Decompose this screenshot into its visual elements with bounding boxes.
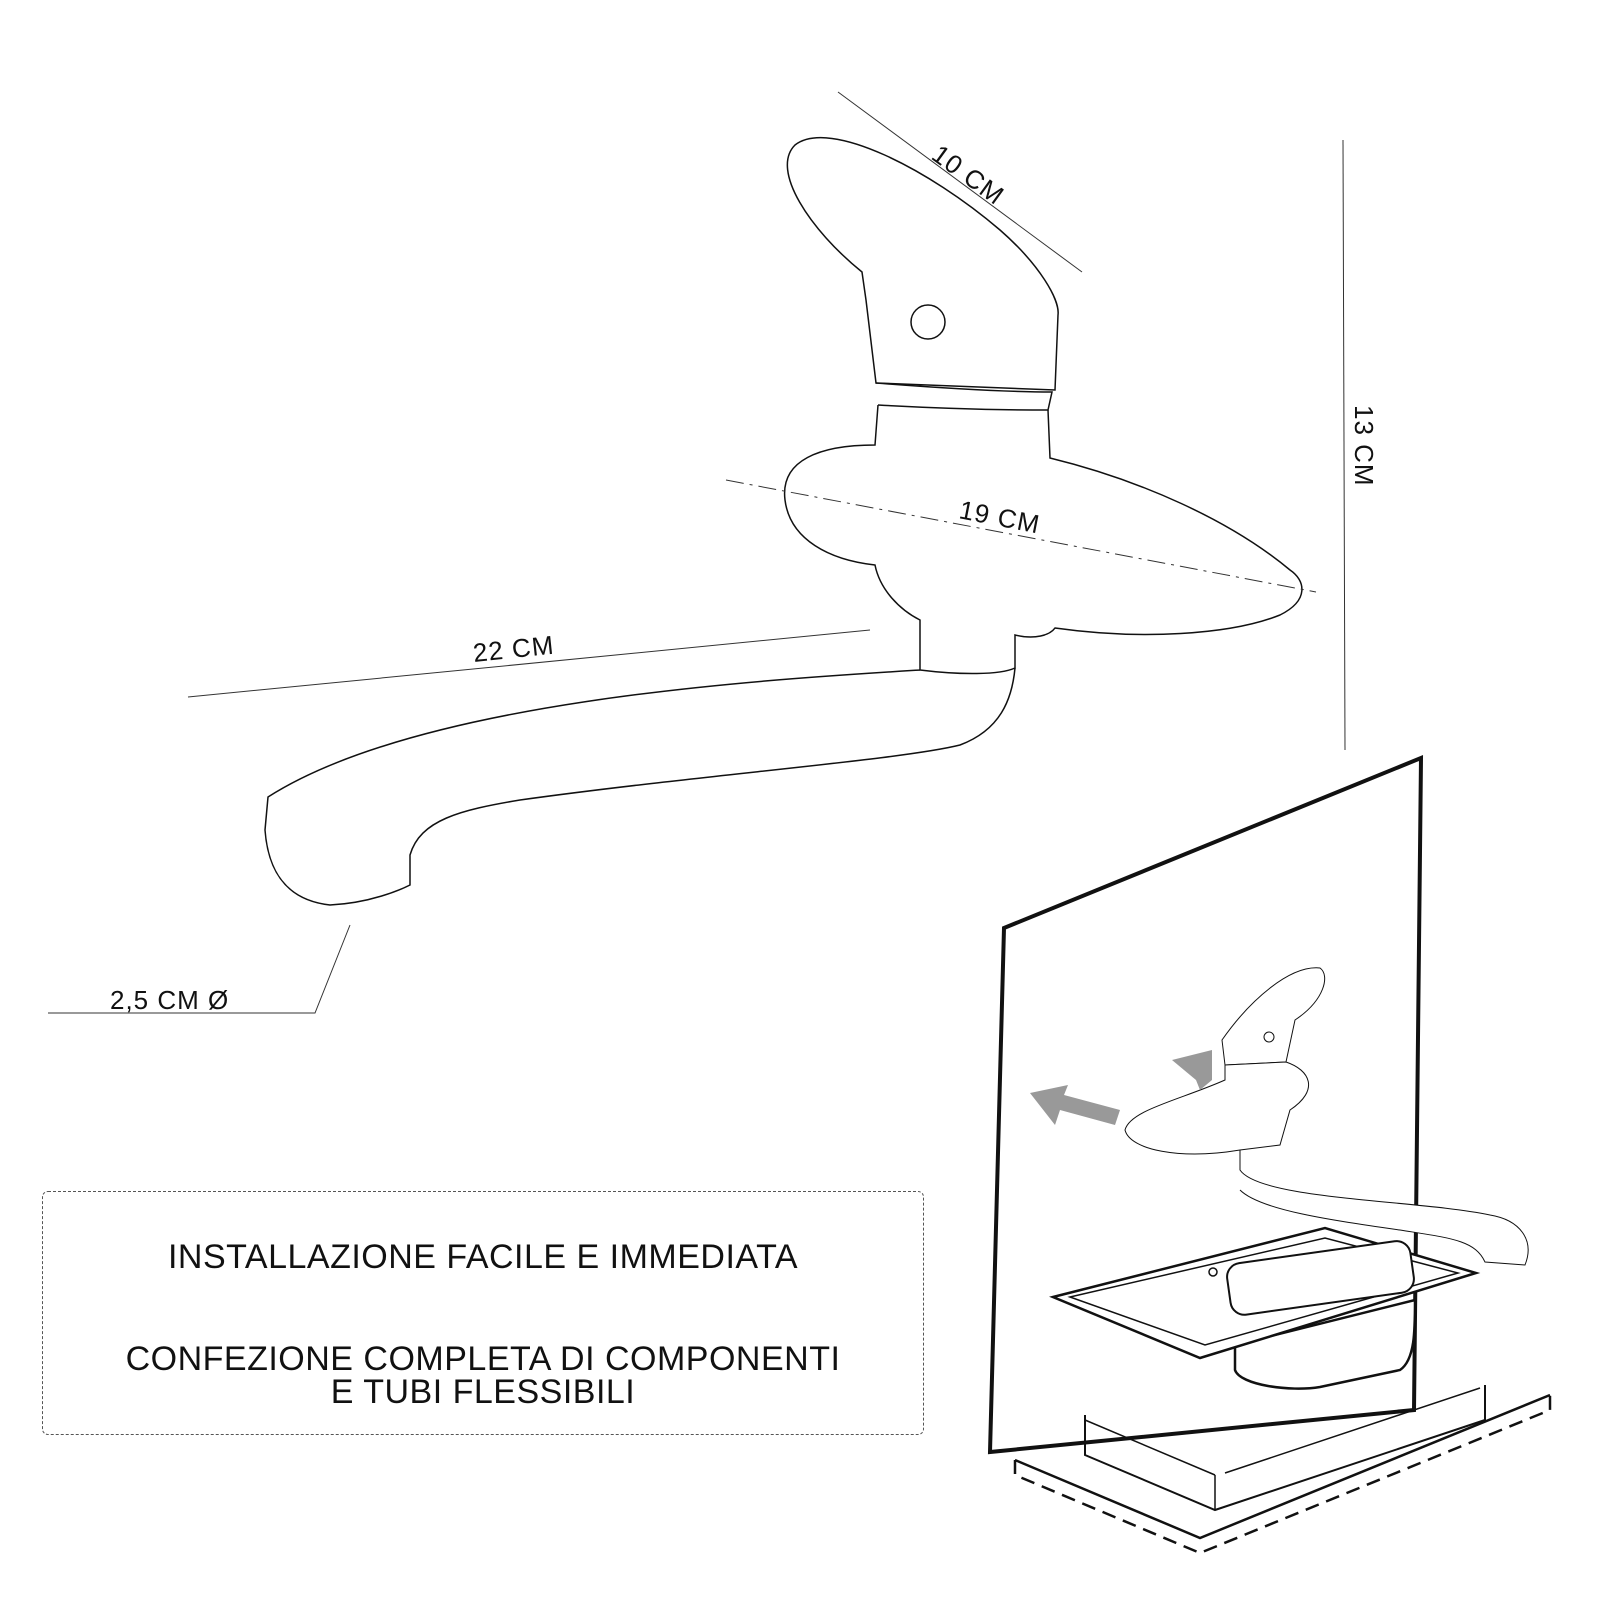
dim-height: 13 CM bbox=[1349, 405, 1379, 487]
small-faucet bbox=[1124, 967, 1529, 1266]
info-flexible-hoses: E TUBI FLESSIBILI bbox=[330, 1373, 636, 1411]
dim-spout-diameter: 2,5 CM Ø bbox=[110, 985, 229, 1015]
countertop bbox=[1013, 1385, 1552, 1555]
handle-screw bbox=[910, 304, 946, 340]
dim-body-width: 19 CM bbox=[957, 494, 1043, 539]
info-easy-install: INSTALLAZIONE FACILE E IMMEDIATA bbox=[167, 1238, 798, 1276]
faucet-body bbox=[783, 404, 1303, 675]
installation-illustration bbox=[987, 755, 1552, 1555]
faucet-spout bbox=[264, 667, 1016, 906]
arrow-icon bbox=[1030, 1050, 1212, 1125]
info-box: INSTALLAZIONE FACILE E IMMEDIATA CONFEZI… bbox=[42, 1191, 924, 1435]
dimension-lines bbox=[48, 91, 1346, 1014]
faucet-outline bbox=[264, 136, 1303, 906]
faucet-handle bbox=[786, 136, 1059, 391]
faucet-collar bbox=[875, 382, 1053, 411]
sink bbox=[1049, 1226, 1481, 1390]
dim-handle-length: 10 CM bbox=[926, 139, 1010, 211]
info-complete-package: CONFEZIONE COMPLETA DI COMPONENTI bbox=[125, 1340, 841, 1378]
